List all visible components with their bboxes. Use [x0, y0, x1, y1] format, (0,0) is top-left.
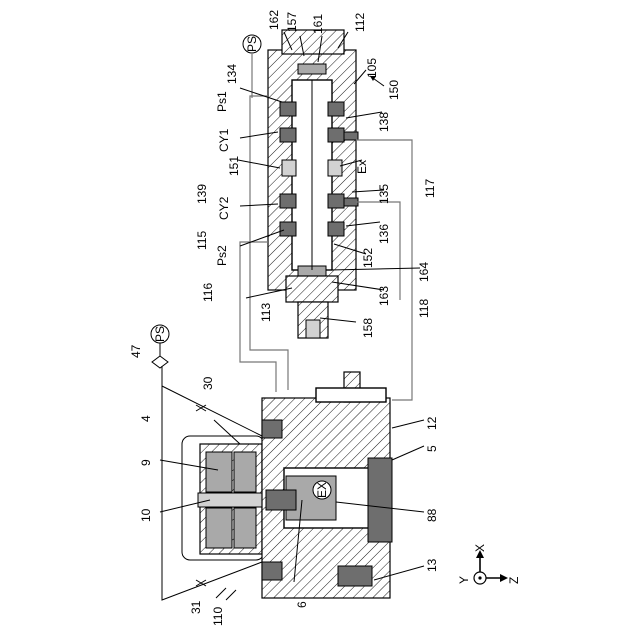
- spool-land: [280, 222, 296, 236]
- label-151: 151: [227, 156, 241, 176]
- spool-land: [328, 194, 344, 208]
- label-118: 118: [417, 299, 431, 318]
- label-117: 117: [423, 179, 437, 198]
- label-138: 138: [377, 112, 391, 132]
- port: [344, 132, 358, 140]
- label-10: 10: [139, 508, 153, 522]
- valve-bottom-cap: [286, 276, 338, 302]
- label-139: 139: [195, 184, 209, 204]
- label-135: 135: [377, 184, 391, 204]
- label-9: 9: [139, 459, 153, 466]
- label-162: 162: [267, 10, 281, 30]
- label-113: 113: [259, 303, 273, 322]
- label-12: 12: [425, 416, 439, 430]
- actuator: [182, 372, 392, 598]
- label-ps2: Ps2: [215, 245, 229, 266]
- label-105: 105: [365, 58, 379, 78]
- label-31: 31: [189, 600, 203, 614]
- label-163: 163: [377, 286, 391, 306]
- label-5: 5: [425, 445, 439, 452]
- label-ps-lower: PS: [153, 326, 167, 342]
- label-157: 157: [285, 12, 299, 32]
- spool-land: [328, 160, 342, 176]
- label-115: 115: [195, 231, 209, 250]
- label-ps1: Ps1: [215, 91, 229, 112]
- coil-winding: [206, 508, 232, 548]
- valve-top-plug: [298, 64, 326, 74]
- spool-land: [328, 128, 344, 142]
- spool-land: [280, 194, 296, 208]
- label-ex-valve: Ex: [355, 160, 369, 174]
- spool-land: [280, 128, 296, 142]
- left-flange: [262, 562, 282, 580]
- valve-stem-tip: [306, 320, 320, 338]
- label-ps-upper: PS: [245, 36, 259, 52]
- label-ex-actuator: EX: [315, 482, 329, 498]
- coil-winding: [234, 508, 256, 548]
- label-13: 13: [425, 558, 439, 572]
- label-134: 134: [225, 64, 239, 84]
- port: [344, 198, 358, 206]
- label-47: 47: [129, 344, 143, 358]
- right-insert: [368, 458, 392, 542]
- label-30: 30: [201, 376, 215, 390]
- label-110: 110: [211, 607, 225, 626]
- label-164: 164: [417, 262, 431, 282]
- label-116: 116: [201, 283, 215, 302]
- coil-winding: [206, 452, 232, 492]
- spool-valve: [268, 30, 358, 338]
- spool-land: [280, 102, 296, 116]
- label-136: 136: [377, 224, 391, 244]
- axis-label-z: Z: [507, 577, 521, 584]
- axis-label-x: X: [473, 544, 487, 552]
- actuator-rod: [266, 490, 296, 510]
- label-112: 112: [353, 13, 367, 32]
- coil-winding: [234, 452, 256, 492]
- label-4: 4: [139, 415, 153, 422]
- top-flange: [316, 388, 386, 402]
- axis-triad: [474, 550, 508, 584]
- label-161: 161: [311, 14, 325, 34]
- spool-land: [282, 160, 296, 176]
- spool-land: [328, 222, 344, 236]
- left-flange: [262, 420, 282, 438]
- bottom-port: [338, 566, 372, 586]
- label-158: 158: [361, 318, 375, 338]
- label-cy2: CY2: [217, 196, 231, 220]
- label-150: 150: [387, 80, 401, 100]
- label-152: 152: [361, 248, 375, 268]
- label-88: 88: [425, 508, 439, 522]
- label-cy1: CY1: [217, 128, 231, 152]
- axis-label-y: Y: [457, 576, 471, 584]
- spool-land: [328, 102, 344, 116]
- label-6: 6: [295, 601, 309, 608]
